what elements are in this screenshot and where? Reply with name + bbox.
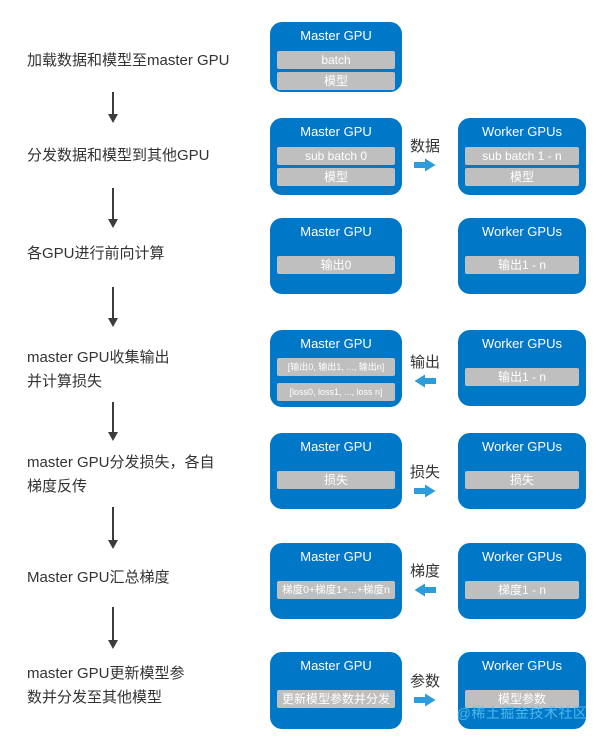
gpu-sub-box: 损失 bbox=[277, 471, 395, 489]
master-gpu-box-row2: Master GPU sub batch 0 模型 bbox=[270, 118, 402, 195]
step-label-2: 分发数据和模型到其他GPU bbox=[27, 147, 210, 164]
master-gpu-box-row5: Master GPU 损失 bbox=[270, 433, 402, 509]
gpu-sub-box: 梯度0+梯度1+...+梯度n bbox=[277, 581, 395, 599]
master-gpu-box-row1: Master GPU batch 模型 bbox=[270, 22, 402, 92]
arrow-left-icon bbox=[414, 374, 436, 388]
transfer-label: 梯度 bbox=[409, 563, 440, 580]
flow-down-arrow-icon bbox=[107, 287, 119, 327]
gpu-sub-box: 更新模型参数并分发 bbox=[277, 690, 395, 708]
gpu-sub-box: 输出1 - n bbox=[465, 256, 579, 274]
transfer-step-params: 参数 bbox=[402, 672, 448, 712]
master-gpu-box-row6: Master GPU 梯度0+梯度1+...+梯度n bbox=[270, 543, 402, 619]
worker-gpu-box-row6: Worker GPUs 梯度1 - n bbox=[458, 543, 586, 619]
step-label-1: 加载数据和模型至master GPU bbox=[27, 52, 230, 69]
master-gpu-box-row3: Master GPU 输出0 bbox=[270, 218, 402, 294]
gpu-box-title: Master GPU bbox=[300, 439, 372, 454]
transfer-step-output: 输出 bbox=[402, 353, 448, 393]
gpu-sub-box: 模型 bbox=[277, 72, 395, 90]
gpu-box-title: Master GPU bbox=[300, 549, 372, 564]
step-label-7: master GPU更新模型参 数并分发至其他模型 bbox=[27, 665, 185, 706]
step-label-5: master GPU分发损失，各自 梯度反传 bbox=[27, 454, 215, 495]
gpu-box-title: Master GPU bbox=[300, 124, 372, 139]
arrow-right-icon bbox=[414, 484, 436, 498]
gpu-sub-box: 梯度1 - n bbox=[465, 581, 579, 599]
gpu-box-title: Master GPU bbox=[300, 28, 372, 43]
flow-down-arrow-icon bbox=[107, 607, 119, 649]
flow-down-arrow-icon bbox=[107, 188, 119, 228]
step-label-4: master GPU收集输出 并计算损失 bbox=[27, 349, 170, 390]
arrow-left-icon bbox=[414, 583, 436, 597]
step-label-3: 各GPU进行前向计算 bbox=[27, 245, 165, 262]
gpu-box-title: Worker GPUs bbox=[482, 224, 562, 239]
gpu-sub-box: batch bbox=[277, 51, 395, 69]
flow-down-arrow-icon bbox=[107, 402, 119, 441]
worker-gpu-box-row7: Worker GPUs 模型参数 bbox=[458, 652, 586, 729]
worker-gpu-box-row3: Worker GPUs 输出1 - n bbox=[458, 218, 586, 294]
worker-gpu-box-row2: Worker GPUs sub batch 1 - n 模型 bbox=[458, 118, 586, 195]
gpu-box-title: Worker GPUs bbox=[482, 549, 562, 564]
gpu-box-title: Worker GPUs bbox=[482, 658, 562, 673]
gpu-sub-box: [输出0, 输出1, ..., 输出n] bbox=[277, 358, 395, 376]
worker-gpu-box-row4: Worker GPUs 输出1 - n bbox=[458, 330, 586, 406]
gpu-box-title: Master GPU bbox=[300, 658, 372, 673]
gpu-sub-box: 模型参数 bbox=[465, 690, 579, 708]
gpu-box-title: Master GPU bbox=[300, 224, 372, 239]
flow-down-arrow-icon bbox=[107, 92, 119, 123]
arrow-right-icon bbox=[414, 693, 436, 707]
watermark: @稀土掘金技术社区 bbox=[456, 705, 588, 721]
gpu-sub-box: 输出1 - n bbox=[465, 368, 579, 386]
transfer-label: 数据 bbox=[409, 138, 440, 155]
transfer-step-data: 数据 bbox=[402, 137, 448, 177]
transfer-label: 参数 bbox=[409, 673, 440, 690]
transfer-step-loss: 损失 bbox=[402, 463, 448, 503]
gpu-box-title: Worker GPUs bbox=[482, 336, 562, 351]
gpu-box-title: Master GPU bbox=[300, 336, 372, 351]
master-gpu-box-row4: Master GPU [输出0, 输出1, ..., 输出n] [loss0, … bbox=[270, 330, 402, 407]
gpu-sub-box: 模型 bbox=[465, 168, 579, 186]
gpu-sub-box: sub batch 1 - n bbox=[465, 147, 579, 165]
gpu-sub-box: 模型 bbox=[277, 168, 395, 186]
flow-down-arrow-icon bbox=[107, 507, 119, 549]
gpu-sub-box: [loss0, loss1, ..., loss n] bbox=[277, 383, 395, 401]
gpu-sub-box: sub batch 0 bbox=[277, 147, 395, 165]
arrow-right-icon bbox=[414, 158, 436, 172]
transfer-step-gradient: 梯度 bbox=[402, 562, 448, 602]
worker-gpu-box-row5: Worker GPUs 损失 bbox=[458, 433, 586, 509]
transfer-label: 损失 bbox=[409, 464, 440, 481]
transfer-label: 输出 bbox=[409, 354, 440, 371]
step-label-6: Master GPU汇总梯度 bbox=[27, 569, 170, 586]
gpu-sub-box: 损失 bbox=[465, 471, 579, 489]
gpu-box-title: Worker GPUs bbox=[482, 124, 562, 139]
gpu-sub-box: 输出0 bbox=[277, 256, 395, 274]
master-gpu-box-row7: Master GPU 更新模型参数并分发 bbox=[270, 652, 402, 729]
gpu-box-title: Worker GPUs bbox=[482, 439, 562, 454]
